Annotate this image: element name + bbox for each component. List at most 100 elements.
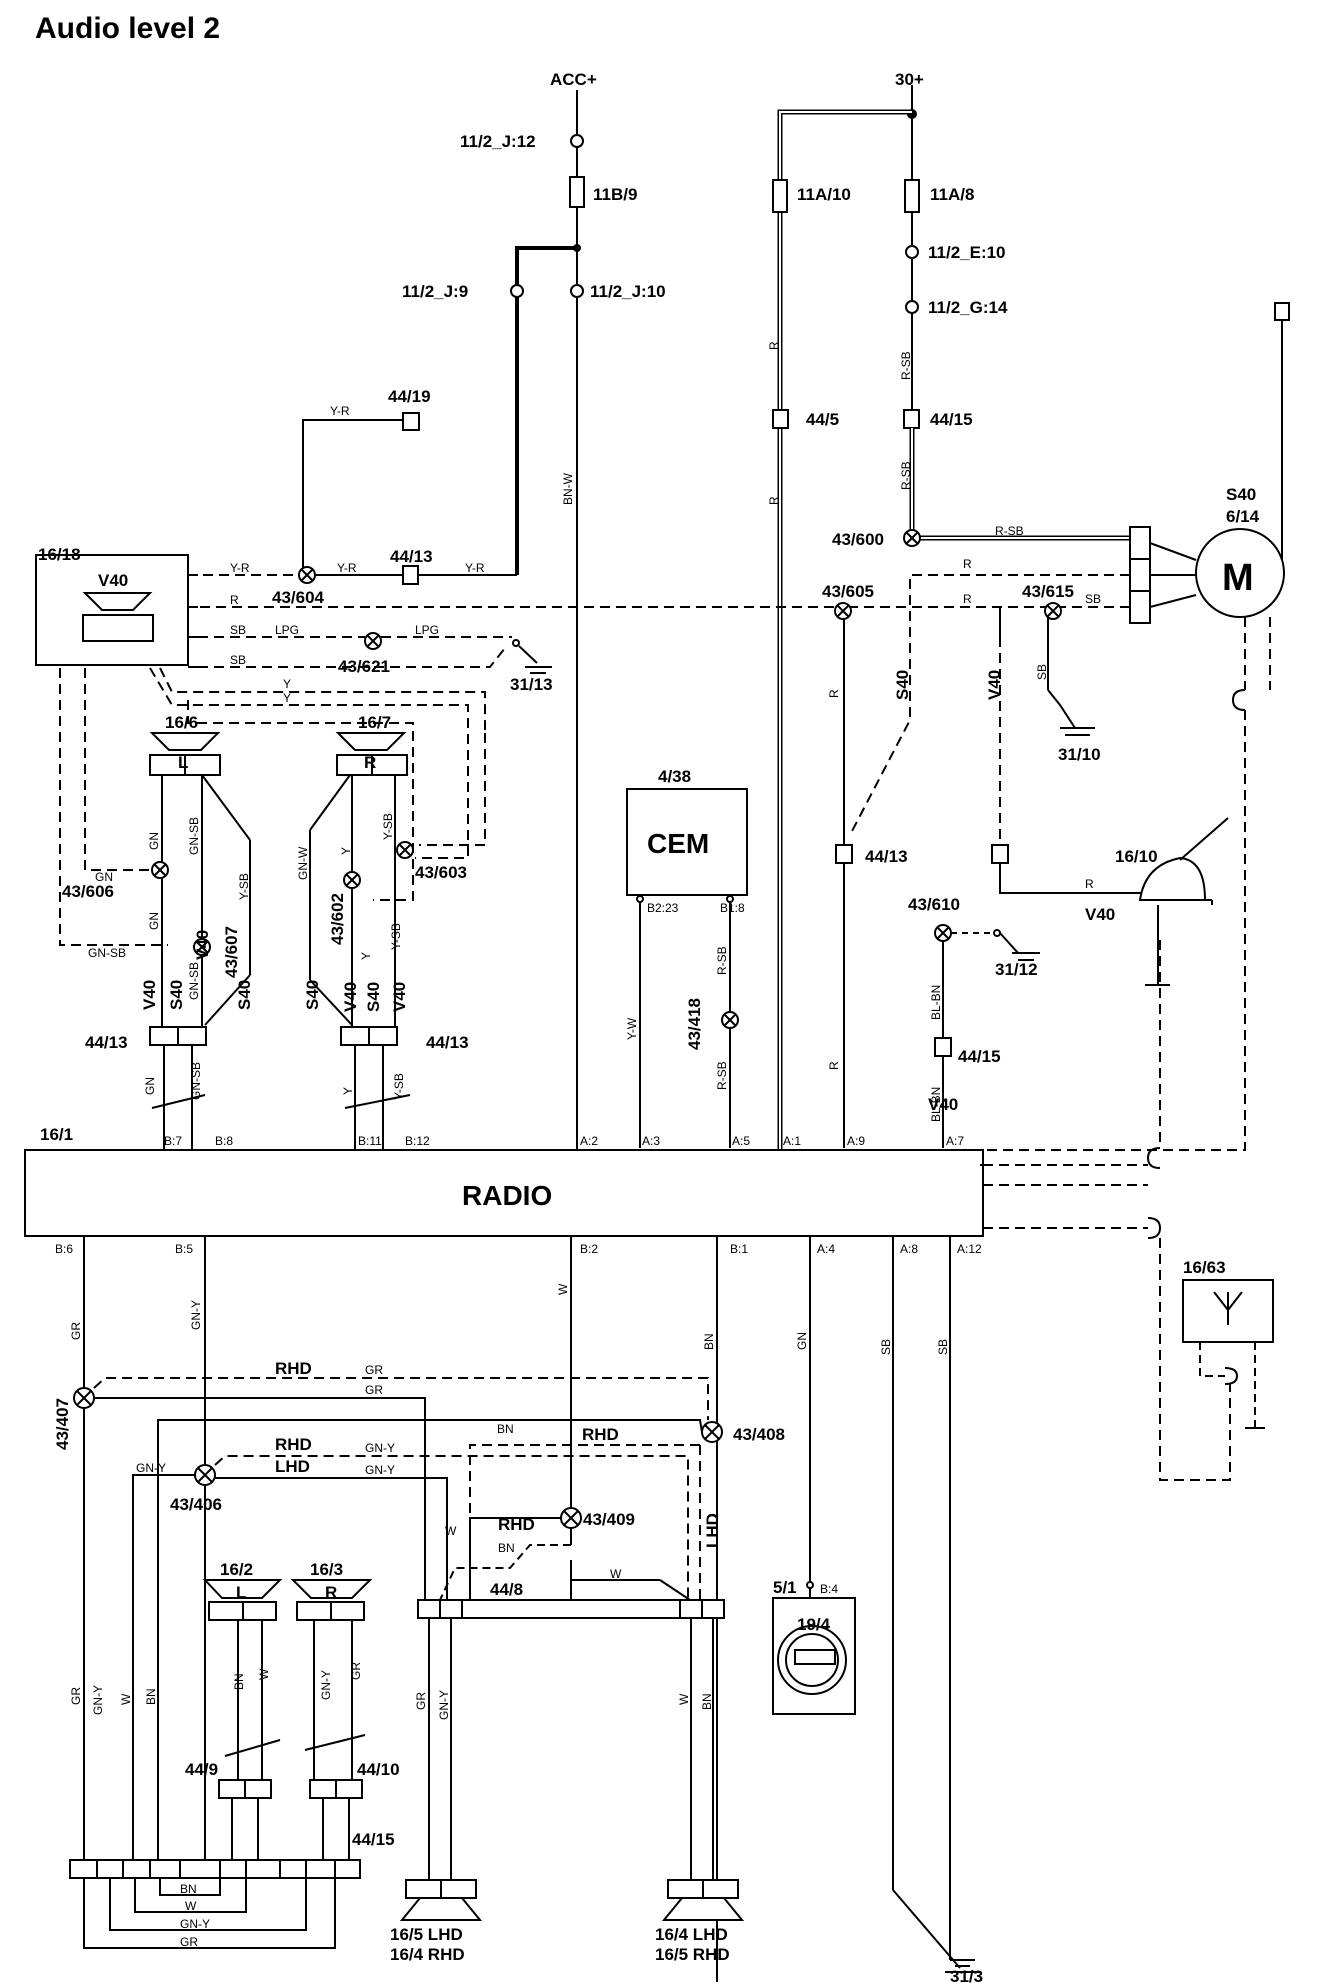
wire-r-8: R xyxy=(827,1061,841,1070)
pin-a2: A:2 xyxy=(580,1134,598,1148)
wire-ysb-4: Y-SB xyxy=(392,1073,406,1100)
wire-gn-1: GN xyxy=(147,832,161,850)
wire-rsb-5: R-SB xyxy=(715,1061,729,1090)
wire-gnw: GN-W xyxy=(296,846,310,880)
speaker-164-rhd: 16/4 RHD xyxy=(390,1945,465,1964)
wire-gny-7: GN-Y xyxy=(437,1690,451,1720)
ref-e10: 11/2_E:10 xyxy=(928,243,1006,262)
wire-gnsb-3: GN-SB xyxy=(187,962,201,1000)
splice-43621: 43/621 xyxy=(338,657,390,676)
wire-bn-2: BN xyxy=(497,1422,514,1436)
conn-4415-low: 44/15 xyxy=(352,1830,395,1849)
conn-4413-right: 44/13 xyxy=(426,1033,469,1052)
wire-gnsb-1: GN-SB xyxy=(187,817,201,855)
fuse-11a10: 11A/10 xyxy=(797,185,851,204)
variant-v40-e: V40 xyxy=(140,980,159,1010)
wire-gr-1: GR xyxy=(69,1322,83,1340)
splice-43607: 43/607 xyxy=(222,926,241,978)
wire-w-2: W xyxy=(445,1524,457,1538)
splice-43409: 43/409 xyxy=(583,1510,635,1529)
wire-rsb-4: R-SB xyxy=(715,946,729,975)
splice-43610: 43/610 xyxy=(908,895,960,914)
variant-s40-c: S40 xyxy=(235,980,254,1010)
pin-a3: A:3 xyxy=(642,1134,660,1148)
pin-b7: B:7 xyxy=(164,1134,182,1148)
variant-rhd-c: RHD xyxy=(582,1425,619,1444)
pin-a4: A:4 xyxy=(817,1242,835,1256)
wire-yr-3: Y-R xyxy=(337,561,357,575)
wire-rsb-1: R-SB xyxy=(899,351,913,380)
cem-id: 4/38 xyxy=(658,767,691,786)
wire-sb-3: SB xyxy=(1085,592,1101,606)
pin-b18: B1:8 xyxy=(720,901,745,915)
antenna-amp-id: 16/63 xyxy=(1183,1258,1226,1277)
wire-gny-5: GN-Y xyxy=(91,1685,105,1715)
variant-rhd-d: RHD xyxy=(498,1515,535,1534)
fuse-11a8: 11A/8 xyxy=(930,185,974,204)
splice-43602: 43/602 xyxy=(328,893,347,945)
radio-id: 16/1 xyxy=(40,1125,73,1144)
wire-r-4: R xyxy=(963,557,972,571)
antenna-id: 16/10 xyxy=(1115,847,1158,866)
conn-4415: 44/15 xyxy=(930,410,973,429)
wire-y-5: Y xyxy=(341,1087,355,1095)
ground-3110: 31/10 xyxy=(1058,745,1101,764)
wire-bn-7: BN xyxy=(180,1882,197,1896)
speaker-165-lhd: 16/5 LHD xyxy=(390,1925,463,1944)
wire-gny-2: GN-Y xyxy=(365,1441,395,1455)
wire-sb-2: SB xyxy=(230,653,246,667)
speaker-165-rhd: 16/5 RHD xyxy=(655,1945,730,1964)
speaker-167: 16/7 xyxy=(358,713,391,732)
motor-s40: S40 xyxy=(1226,485,1256,504)
wire-gny-4: GN-Y xyxy=(136,1461,166,1475)
wire-blbn-2: BL-BN xyxy=(929,1087,943,1122)
b30-supply-label: 30+ xyxy=(895,70,924,89)
wire-gn-3: GN xyxy=(147,912,161,930)
amp-variant: V40 xyxy=(98,571,128,590)
wire-lpg-2: LPG xyxy=(415,623,439,637)
wire-gny-3: GN-Y xyxy=(365,1463,395,1477)
wire-gnsb-4: GN-SB xyxy=(189,1062,203,1100)
wire-y-3: Y xyxy=(339,847,353,855)
wire-ysb-3: Y-SB xyxy=(389,923,403,950)
splice-43408: 43/408 xyxy=(733,1425,785,1444)
ref-j10: 11/2_J:10 xyxy=(590,282,666,301)
ground-3112: 31/12 xyxy=(995,960,1038,979)
wire-yr-1: Y-R xyxy=(330,404,350,418)
variant-rhd-b: RHD xyxy=(275,1435,312,1454)
cem-label: CEM xyxy=(647,828,709,859)
wire-rsb-2: R-SB xyxy=(899,461,913,490)
wire-bn-5: BN xyxy=(232,1673,246,1690)
variant-v40-f: V40 xyxy=(341,982,360,1012)
wire-gr-5: GR xyxy=(349,1662,363,1680)
conn-449: 44/9 xyxy=(185,1760,218,1779)
wire-w-4: W xyxy=(119,1693,133,1705)
wire-r-5: R xyxy=(963,592,972,606)
variant-v40-g: V40 xyxy=(390,982,409,1012)
gauge-51: 5/1 xyxy=(773,1578,797,1597)
wire-yr-2: Y-R xyxy=(230,561,250,575)
wire-bn-6: BN xyxy=(700,1693,714,1710)
variant-s40-d: S40 xyxy=(303,980,322,1010)
variant-v40-b: V40 xyxy=(928,1095,958,1114)
wire-bnw: BN-W xyxy=(561,472,575,505)
wire-r-6: R xyxy=(827,689,841,698)
wire-w-3: W xyxy=(610,1567,622,1581)
pin-a8: A:8 xyxy=(900,1242,918,1256)
wire-y-4: Y xyxy=(359,952,373,960)
amp-id: 16/18 xyxy=(38,545,81,564)
splice-43418: 43/418 xyxy=(685,998,704,1050)
wire-gn-5: GN xyxy=(795,1332,809,1350)
wire-r-1: R xyxy=(230,593,239,607)
wire-w-5: W xyxy=(257,1668,271,1680)
wire-r-7: R xyxy=(1085,877,1094,891)
wire-sb-1: SB xyxy=(230,623,246,637)
pin-b12: B:12 xyxy=(405,1134,430,1148)
speaker-166: 16/6 xyxy=(165,713,198,732)
conn-4413-mid: 44/13 xyxy=(865,847,908,866)
pin-a12: A:12 xyxy=(957,1242,982,1256)
pin-b223: B2:23 xyxy=(647,901,679,915)
variant-lhd-a: LHD xyxy=(275,1457,310,1476)
gauge-194: 19/4 xyxy=(797,1615,831,1634)
wire-gn-2: GN xyxy=(95,870,113,884)
